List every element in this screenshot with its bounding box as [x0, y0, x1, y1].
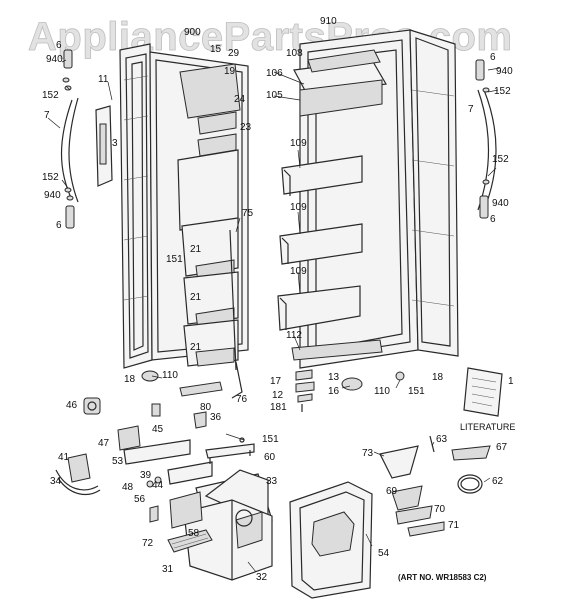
callout-16: 16	[328, 386, 340, 397]
dairy-compartment	[293, 49, 387, 117]
callout-900: 900	[184, 27, 201, 38]
callout-3: 3	[112, 138, 118, 149]
callout-15: 15	[210, 44, 222, 55]
right-lower-parts	[379, 435, 491, 537]
callout-18-left: 18	[124, 374, 136, 385]
callout-6-left-top: 6	[56, 40, 62, 51]
callout-47: 47	[98, 438, 110, 449]
callout-6-right-top: 6	[490, 52, 496, 63]
callout-58: 58	[188, 528, 200, 539]
callout-910: 910	[320, 16, 337, 27]
callout-109-mid: 109	[290, 202, 307, 213]
callout-17: 17	[270, 376, 282, 387]
callout-21-mid: 21	[190, 292, 202, 303]
callout-7-right: 7	[468, 104, 474, 115]
dispenser-housing	[167, 469, 273, 581]
callout-80: 80	[200, 402, 212, 413]
callout-53: 53	[112, 456, 124, 467]
callout-56: 56	[134, 494, 146, 505]
callout-19: 19	[224, 66, 236, 77]
callout-31: 31	[162, 564, 174, 575]
callout-24: 24	[234, 94, 246, 105]
fresh-food-handle	[475, 59, 497, 219]
callout-940-left-top: 940	[46, 54, 63, 65]
dispenser-cover	[289, 481, 373, 599]
callout-940-right-bottom: 940	[492, 198, 509, 209]
callout-46: 46	[66, 400, 78, 411]
callout-29: 29	[228, 48, 240, 59]
callout-105: 105	[266, 90, 283, 101]
callout-60: 60	[264, 452, 276, 463]
callout-112: 112	[286, 330, 302, 341]
callout-45: 45	[152, 424, 164, 435]
callout-6-right-bottom: 6	[490, 214, 496, 225]
door-shelves	[277, 155, 363, 331]
freezer-handle	[60, 49, 113, 229]
dispenser-parts	[55, 397, 255, 523]
callout-21-bottom: 21	[190, 342, 202, 353]
callout-labels: 910 900 108 106 105 109 109 109 112 940 …	[42, 16, 515, 583]
callout-41: 41	[58, 452, 70, 463]
callout-39: 39	[140, 470, 152, 481]
callout-63: 63	[436, 434, 448, 445]
callout-11: 11	[98, 74, 109, 85]
callout-13: 13	[328, 372, 340, 383]
callout-62: 62	[492, 476, 504, 487]
leader-lines	[47, 59, 501, 573]
callout-6-left-bottom: 6	[56, 220, 62, 231]
callout-73: 73	[362, 448, 374, 459]
callout-181: 181	[270, 402, 287, 413]
callout-70: 70	[434, 504, 446, 515]
callout-76: 76	[236, 394, 248, 405]
callout-108: 108	[286, 48, 303, 59]
callout-54: 54	[378, 548, 390, 559]
callout-75: 75	[242, 208, 254, 219]
callout-940-right-top: 940	[496, 66, 513, 77]
callout-69: 69	[386, 486, 398, 497]
callout-23: 23	[240, 122, 252, 133]
art-number: (ART NO. WR18583 C2)	[398, 573, 487, 582]
callout-48: 48	[122, 482, 134, 493]
literature-label: LITERATURE	[460, 422, 515, 432]
callout-71: 71	[448, 520, 460, 531]
callout-36: 36	[210, 412, 222, 423]
fresh-food-door	[409, 29, 459, 357]
callout-109-bottom: 109	[290, 266, 307, 277]
callout-152-left-top: 152	[42, 90, 59, 101]
callout-21-top: 21	[190, 244, 202, 255]
callout-110-left: 110	[162, 370, 178, 381]
literature-booklet	[463, 367, 503, 417]
callout-34: 34	[50, 476, 62, 487]
callout-1: 1	[508, 376, 514, 387]
callout-33: 33	[266, 476, 278, 487]
callout-67: 67	[496, 442, 508, 453]
callout-7-left: 7	[44, 110, 50, 121]
callout-110-right: 110	[374, 386, 390, 397]
freezer-door	[119, 43, 153, 369]
callout-151-left: 151	[166, 254, 183, 265]
callout-12: 12	[272, 390, 284, 401]
freezer-door-shelves	[177, 63, 241, 371]
callout-32: 32	[256, 572, 268, 583]
callout-151-right: 151	[408, 386, 425, 397]
callout-151-dispenser: 151	[262, 434, 279, 445]
callout-18-right: 18	[432, 372, 444, 383]
callout-152-right-top: 152	[494, 86, 511, 97]
callout-72: 72	[142, 538, 154, 549]
callout-152-right-bottom: 152	[492, 154, 509, 165]
callout-44: 44	[152, 480, 164, 491]
callout-940-left-bottom: 940	[44, 190, 61, 201]
bottom-trim	[291, 339, 383, 361]
callout-152-left-bottom: 152	[42, 172, 59, 183]
callout-106: 106	[266, 68, 283, 79]
callout-109-top: 109	[290, 138, 307, 149]
